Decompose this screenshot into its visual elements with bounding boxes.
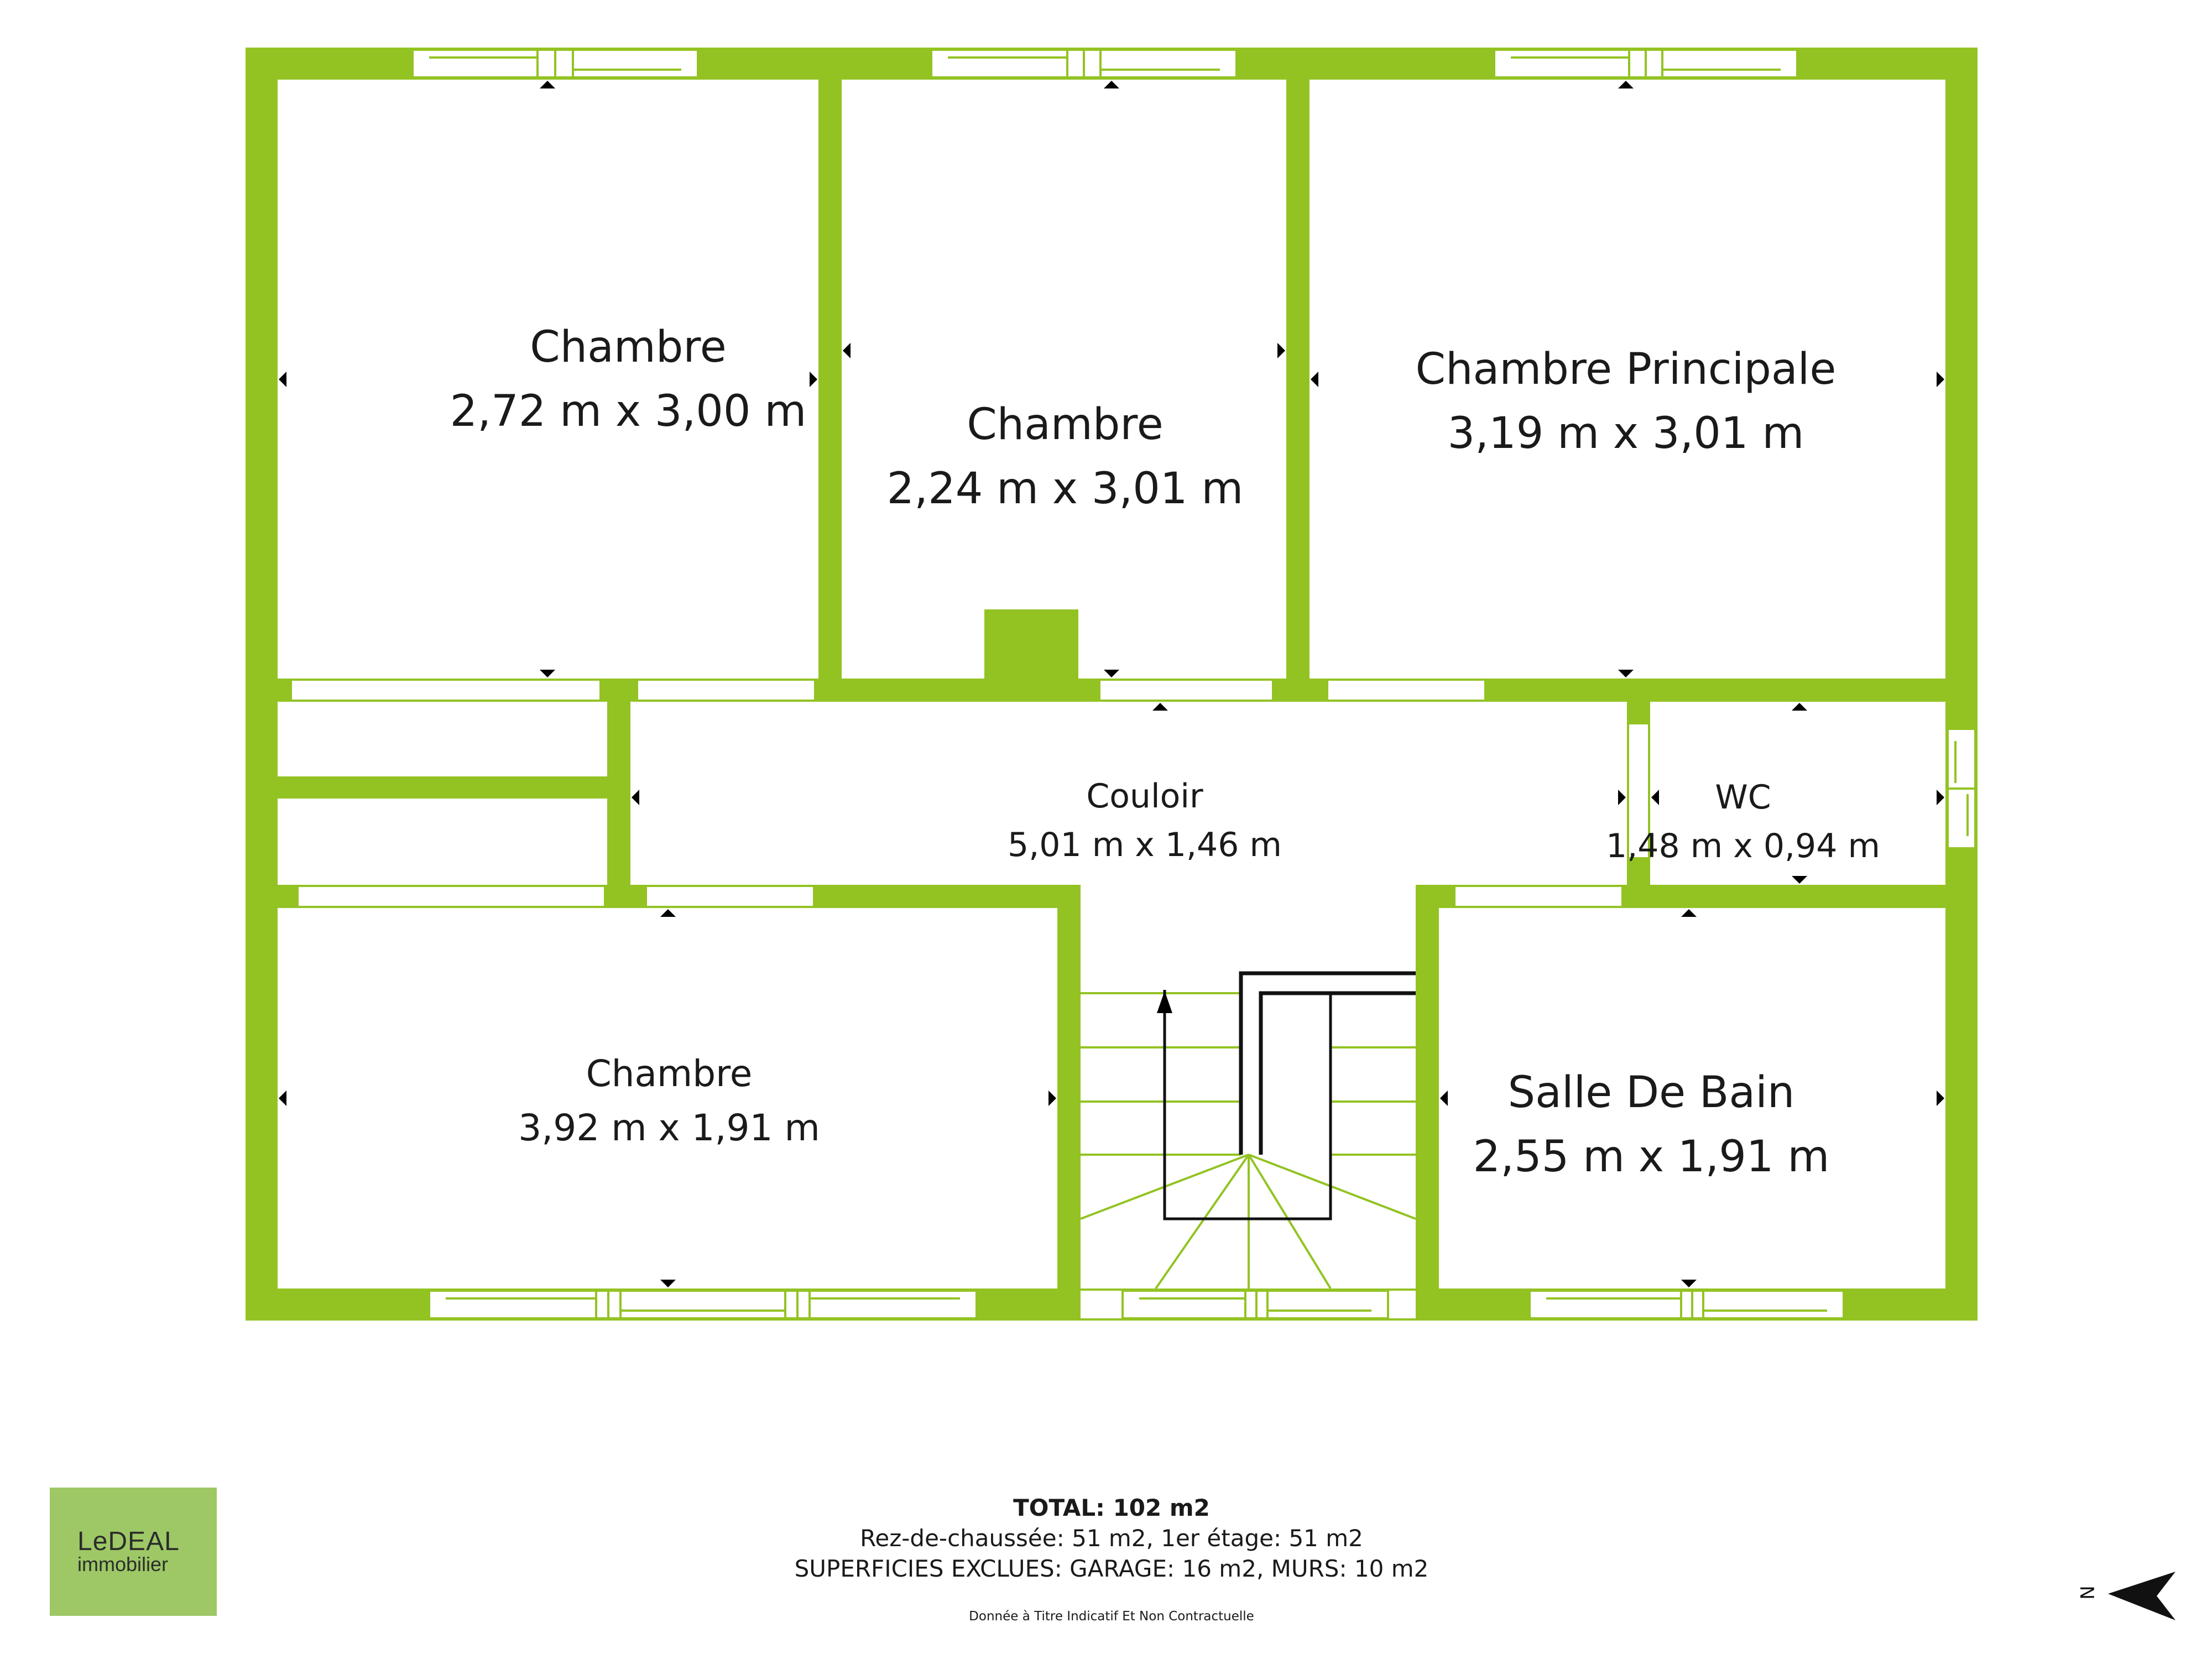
compass-label: N [2075,1585,2098,1599]
window-bottom-2 [1121,1290,1389,1319]
room-dimensions: 3,19 m x 3,01 m [1448,409,1804,458]
room-name: Chambre [586,1052,753,1095]
room-name: Chambre [967,400,1164,450]
door-openings [292,681,1648,1318]
window-top-3 [1493,49,1798,79]
north-arrow-icon: N [2075,1572,2176,1620]
room-dimensions: 5,01 m x 1,46 m [1008,826,1282,864]
total-area: TOTAL: 102 m2 [1013,1494,1210,1521]
excluded-areas: SUPERFICIES EXCLUES: GARAGE: 16 m2, MURS… [794,1555,1429,1582]
logo-main-text: LeDEAL [77,1527,180,1556]
room-dimensions: 2,24 m x 3,01 m [887,464,1244,514]
agency-logo: LeDEAL immobilier [50,1488,217,1616]
room-dimensions: 2,72 m x 3,00 m [450,387,807,436]
room-name: WC [1715,778,1771,817]
room-name: Couloir [1086,777,1203,816]
room-labels: Chambre 2,72 m x 3,00 m Chambre 2,24 m x… [450,322,1880,1182]
room-dimensions: 2,55 m x 1,91 m [1473,1132,1830,1182]
room-dimensions: 1,48 m x 0,94 m [1606,827,1880,865]
window-top-1 [411,49,699,79]
room-name: Chambre [530,322,727,372]
window-bottom-3 [1528,1290,1845,1319]
room-dimensions: 3,92 m x 1,91 m [518,1107,820,1149]
staircase [1080,971,1416,1290]
window-top-2 [930,49,1238,79]
level-areas: Rez-de-chaussée: 51 m2, 1er étage: 51 m2 [860,1525,1363,1552]
window-wc [1947,728,1976,849]
room-name: Salle De Bain [1508,1068,1795,1118]
dimension-markers [279,81,1944,1287]
logo-sub-text: immobilier [77,1553,169,1575]
window-bottom-1 [428,1290,978,1319]
windows [411,49,1976,1319]
disclaimer: Donnée à Titre Indicatif Et Non Contract… [969,1609,1254,1624]
room-name: Chambre Principale [1416,345,1837,394]
